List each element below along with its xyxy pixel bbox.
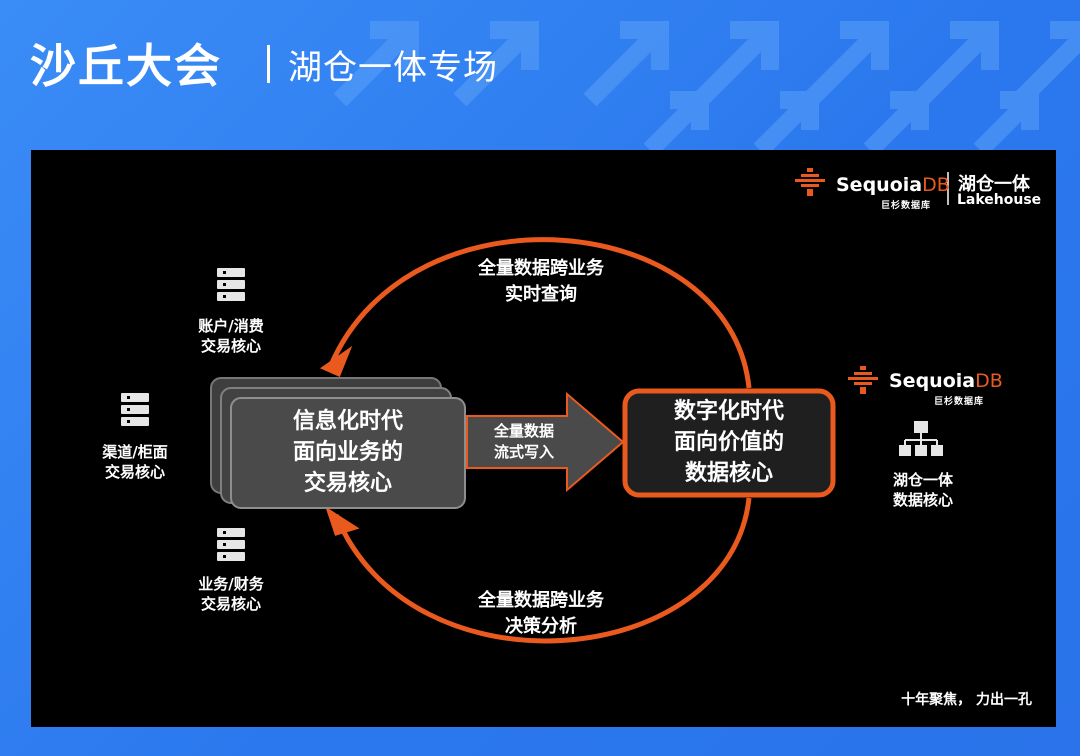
lakehouse-cn: 湖仓一体 [958, 174, 1030, 195]
bottom-arc-label: 全量数据跨业务决策分析 [478, 590, 604, 637]
left-box-text: 信息化时代面向业务的交易核心 [292, 409, 403, 496]
slogan: 十年聚焦， 力出一孔 [901, 692, 1032, 708]
server-icon [217, 528, 245, 561]
brand-name: SequoiaDB [836, 174, 950, 196]
node-lakehouse-label: 湖仓一体数据核心 [892, 471, 953, 509]
server-icon [217, 268, 245, 301]
hierarchy-icon [899, 421, 943, 456]
right-box-text: 数字化时代面向价值的数据核心 [673, 399, 784, 486]
bottom-arc-arrow [333, 497, 752, 644]
flow-arrow-label: 全量数据流式写入 [493, 422, 554, 461]
node-channel-label: 渠道/柜面交易核心 [102, 443, 168, 481]
top-arc-arrowhead [319, 345, 353, 377]
diagram-canvas [121, 168, 949, 644]
server-icon [121, 393, 149, 426]
brand-subtitle: 巨杉数据库 [934, 397, 985, 407]
top-arc-arrow [328, 237, 752, 389]
lakehouse-en: Lakehouse [957, 192, 1042, 208]
node-business-label: 业务/财务交易核心 [198, 575, 264, 613]
page-title: 沙丘大会 [30, 39, 222, 93]
brand-subtitle: 巨杉数据库 [881, 201, 932, 211]
server-icon [127, 271, 226, 558]
flow-arrow [466, 391, 625, 493]
left-box [230, 397, 466, 509]
brand-name: SequoiaDB [889, 370, 1003, 392]
decorative-arrow-pattern [333, 21, 1080, 150]
top-arc-label: 全量数据跨业务实时查询 [478, 258, 604, 305]
sequoiadb-logo-icon [848, 366, 878, 394]
right-box [622, 388, 836, 498]
node-account-label: 账户/消费交易核心 [198, 317, 264, 355]
bottom-arc-arrowhead [325, 506, 360, 536]
slide-panel: SequoiaDB 巨杉数据库 湖仓一体 Lakehouse SequoiaDB… [31, 150, 1056, 727]
page-subtitle: 湖仓一体专场 [288, 48, 498, 88]
sequoiadb-logo-icon [795, 168, 825, 196]
title-divider [267, 45, 270, 83]
